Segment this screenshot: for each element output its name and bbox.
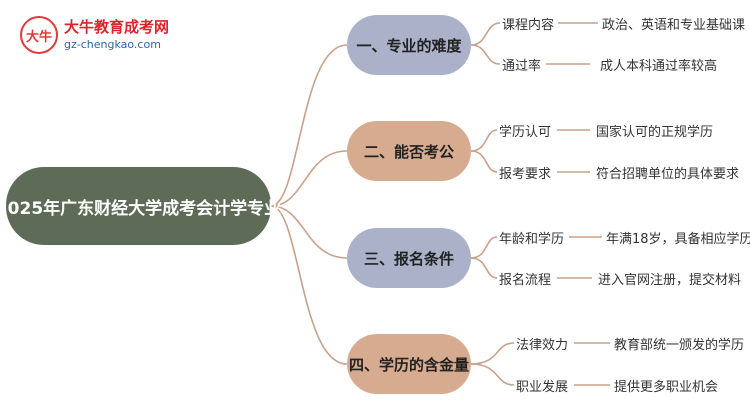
connector-root-branch4 — [270, 205, 348, 365]
branch-civil-service: 二、能否考公 — [347, 121, 471, 181]
branch-requirements: 三、报名条件 — [347, 228, 471, 288]
leaf-value: 提供更多职业机会 — [614, 380, 719, 395]
leaf-value: 国家认可的正规学历 — [596, 125, 714, 140]
logo-title: 大牛教育成考网 — [64, 18, 170, 36]
leaf-key: 报名流程 — [499, 273, 552, 288]
logo-url: gz-chengkao.com — [64, 38, 161, 51]
branch-difficulty: 一、专业的难度 — [347, 15, 471, 75]
leaf-key: 报考要求 — [499, 167, 552, 182]
leaf-key: 法律效力 — [516, 338, 569, 353]
leaf-value: 进入官网注册，提交材料 — [598, 273, 742, 288]
connector-root-branch1 — [270, 44, 348, 207]
connector-root-branch3 — [270, 205, 348, 259]
leaf-value: 政治、英语和专业基础课 — [602, 18, 746, 33]
root-node: 2025年广东财经大学成考会计学专业 — [0, 167, 281, 245]
leaf-value: 符合招聘单位的具体要求 — [596, 167, 740, 182]
logo-mark: 大牛 — [20, 16, 58, 54]
site-logo[interactable]: 大牛 大牛教育成考网 gz-chengkao.com — [20, 14, 190, 58]
connector-root-branch2 — [270, 150, 348, 207]
leaf-value: 年满18岁，具备相应学历 — [606, 232, 750, 247]
leaf-value: 教育部统一颁发的学历 — [614, 338, 745, 353]
leaf-key: 年龄和学历 — [499, 232, 565, 247]
leaf-key: 课程内容 — [502, 18, 555, 33]
branch-degree-value: 四、学历的含金量 — [347, 334, 471, 394]
leaf-key: 通过率 — [502, 59, 542, 74]
leaf-key: 学历认可 — [499, 125, 552, 140]
leaf-key: 职业发展 — [516, 380, 569, 395]
leaf-value: 成人本科通过率较高 — [600, 59, 718, 74]
